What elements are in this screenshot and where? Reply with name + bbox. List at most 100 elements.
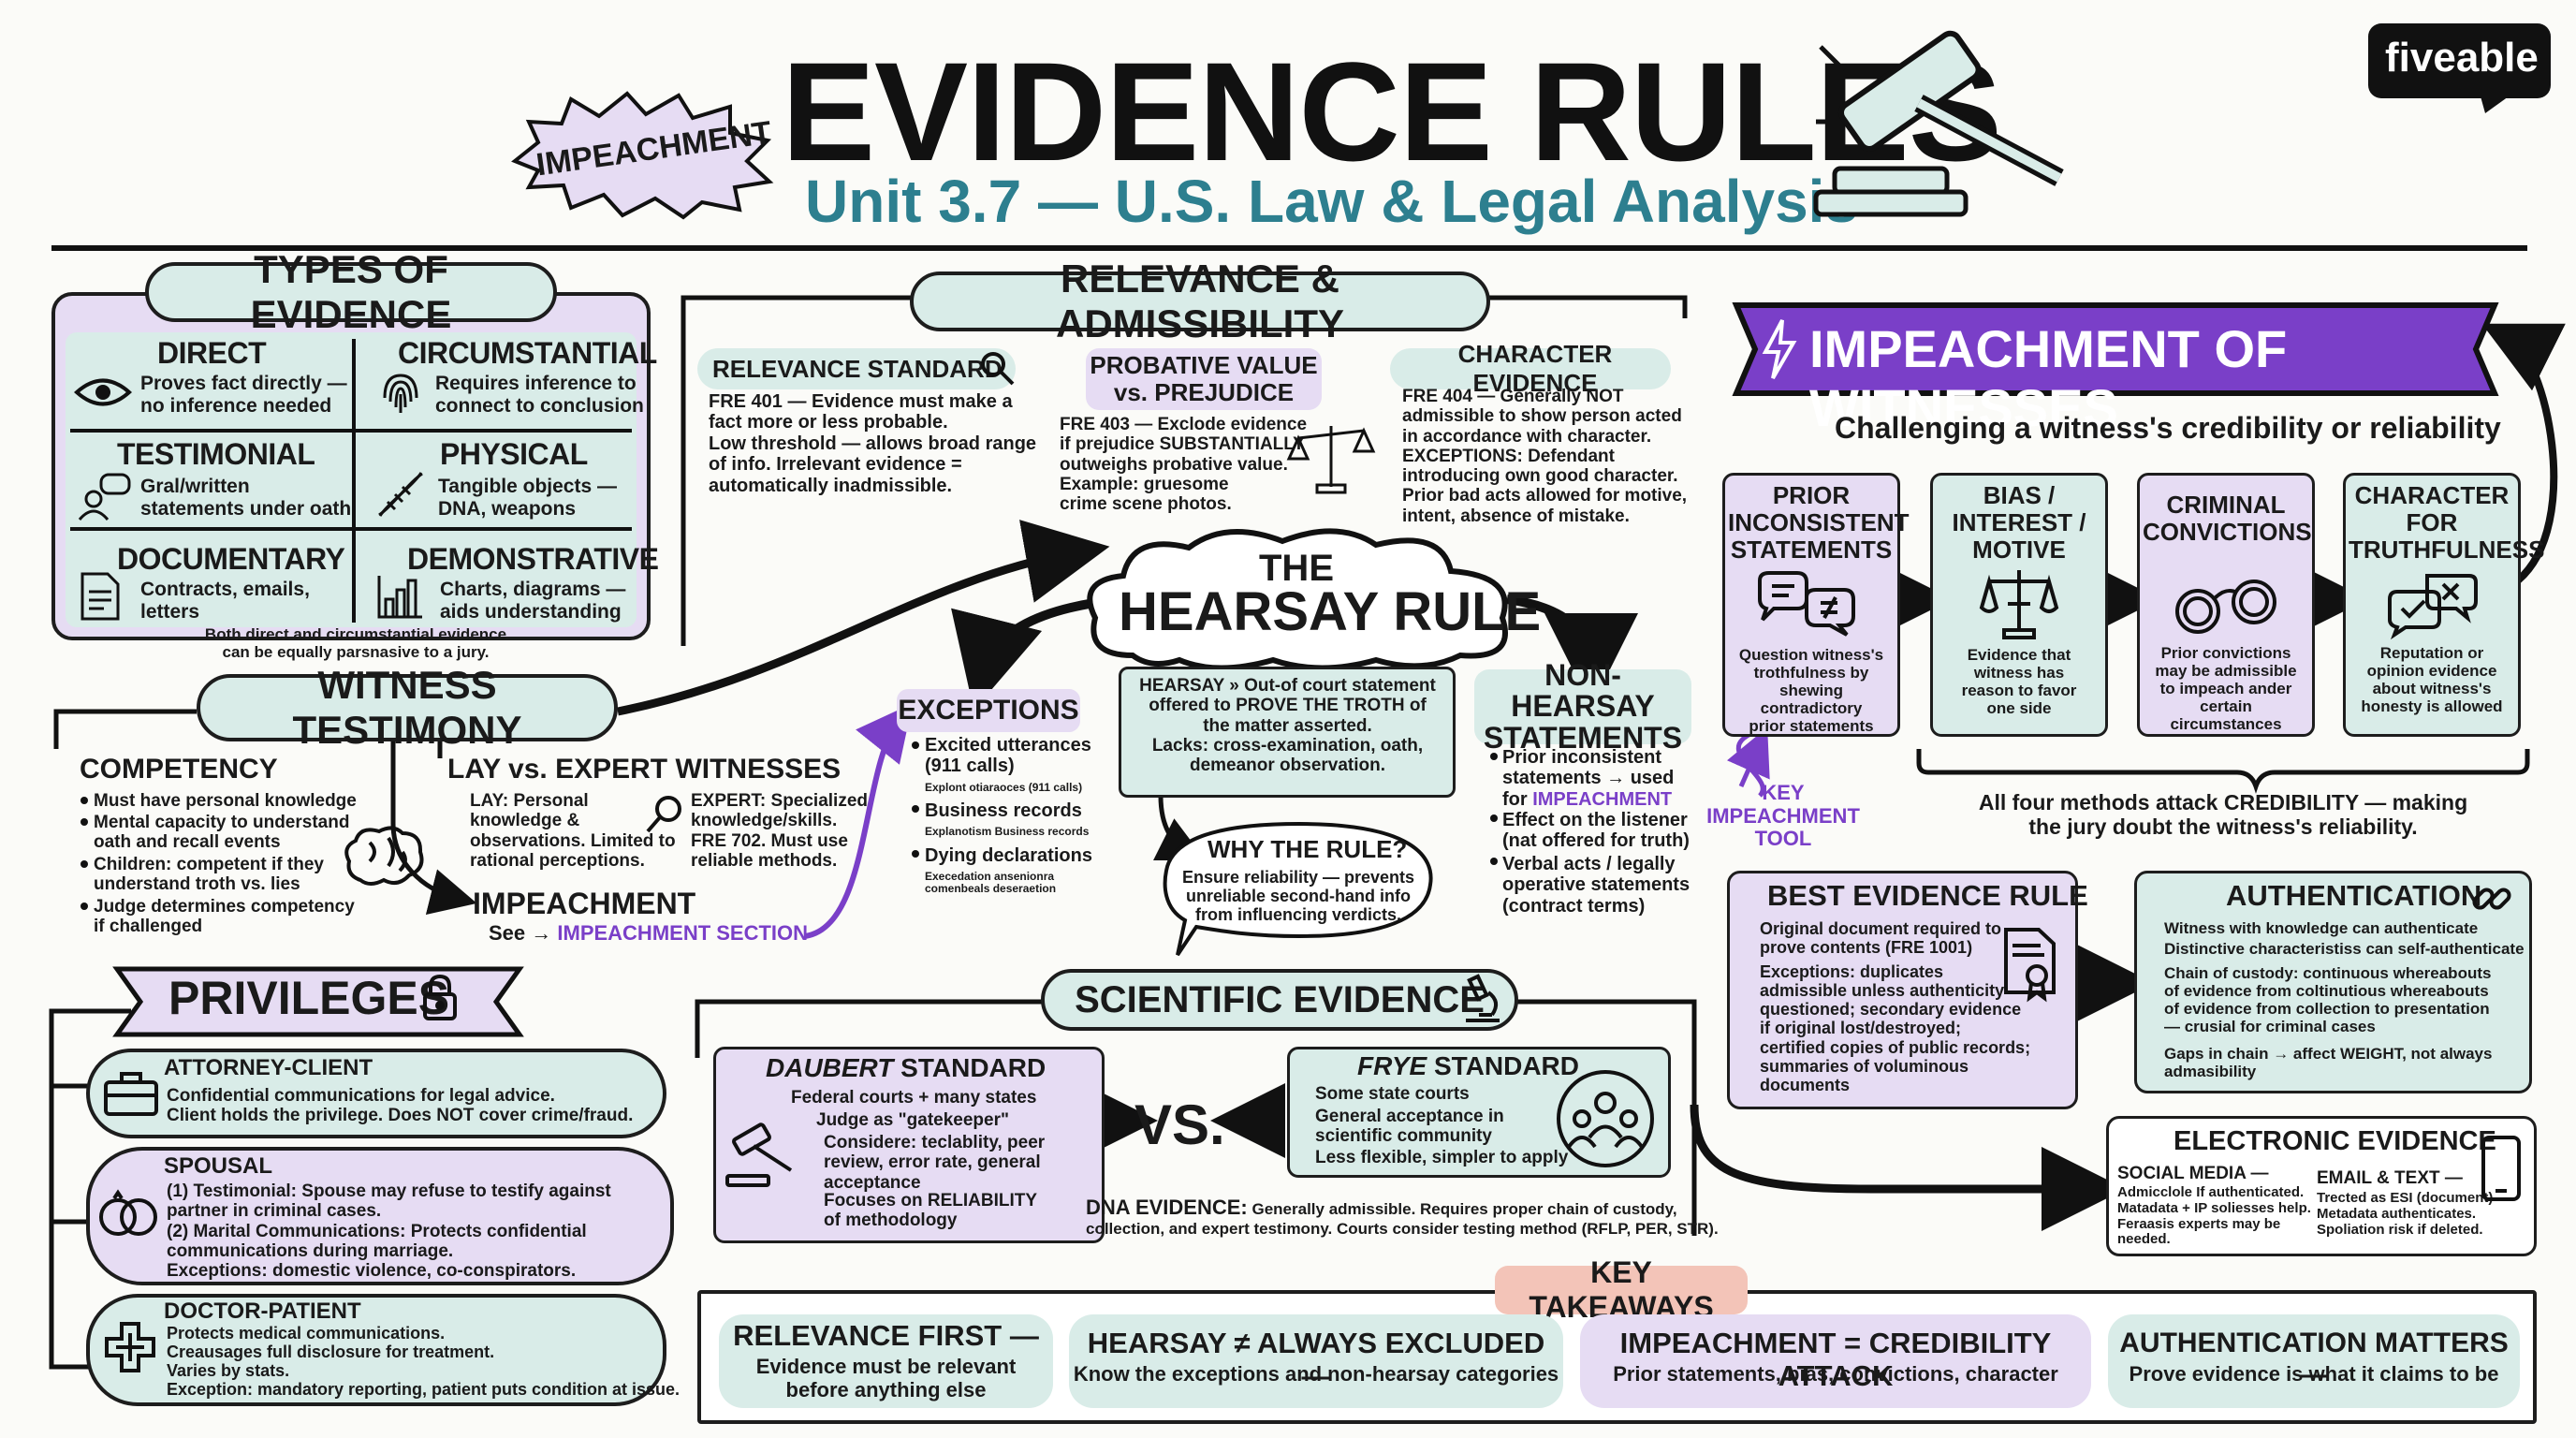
daubert-item: Focuses on RELIABILITY of methodology — [824, 1191, 1038, 1231]
type-physical-title: PHYSICAL — [440, 437, 588, 471]
best-evidence-box — [1727, 871, 2078, 1109]
privilege-doctor-text: Protects medical communications. Creausa… — [167, 1324, 681, 1400]
electronic-title: ELECTRONIC EVIDENCE — [2174, 1126, 2496, 1156]
exception-sub: Explont otiaraoces (911 calls) — [925, 781, 1083, 794]
lightning-icon — [1762, 319, 1797, 380]
impeachment-banner-shape — [1732, 302, 2499, 396]
nonhearsay-item: Verbal acts / legally operative statemen… — [1502, 854, 1690, 917]
types-grid — [66, 332, 637, 627]
phone-icon — [2481, 1136, 2521, 1201]
best-evidence-title: BEST EVIDENCE RULE — [1767, 879, 2088, 912]
hearsay-definition: HEARSAY » Out-of court statement offered… — [1139, 676, 1436, 776]
expert-text: EXPERT: Specialized knowledge/skills. FR… — [691, 791, 869, 871]
privilege-doctor-title: DOCTOR-PATIENT — [164, 1299, 361, 1324]
types-grid-lines — [70, 339, 632, 623]
method-prior-inconsistent — [1722, 473, 1900, 737]
impeachment-section-link[interactable]: IMPEACHMENT SECTION — [557, 921, 809, 945]
eye-icon — [73, 378, 133, 406]
impeachment-summary: All four methods attack CREDIBILITY — ma… — [1978, 790, 2468, 839]
impeachment-title: IMPEACHMENT OF WITNESSES — [1809, 319, 2288, 437]
method-character-truthfulness — [2343, 473, 2521, 737]
bullet-dots — [912, 741, 919, 858]
type-circumstantial-desc: Requires inference to connect to conclus… — [435, 373, 644, 417]
nonhearsay-item-text: Prior inconsistent statements → used for — [1502, 747, 1675, 810]
type-physical-desc: Tangible objects — DNA, weapons — [438, 476, 617, 520]
relevance-standard-label: RELEVANCE STANDARD — [712, 354, 1003, 383]
social-media-text: Admicclole If authenticated. Matadata + … — [2117, 1184, 2311, 1248]
why-title: WHY THE RULE? — [1208, 835, 1408, 863]
key-impeachment-tool: KEY IMPEACHMENT TOOL — [1706, 781, 1860, 851]
best-evidence-item: Exceptions: duplicates admissible unless… — [1760, 962, 2031, 1094]
dna-label: DNA EVIDENCE: — [1086, 1196, 1248, 1219]
email-text-title: EMAIL & TEXT — — [2317, 1168, 2463, 1188]
takeaways-title-box: KEY TAKEAWAYS — [1495, 1255, 1748, 1324]
certificate-icon — [2004, 928, 2056, 1003]
hearsay-title-main: HEARSAY RULE — [1119, 581, 1542, 642]
type-documentary-desc: Contracts, emails, letters — [140, 579, 310, 623]
frye-item: Some state courts — [1315, 1084, 1470, 1104]
impeachment-ref-title: IMPEACHMENT — [473, 887, 696, 920]
takeaway-title: HEARSAY ≠ ALWAYS EXCLUDED — — [1087, 1327, 1545, 1392]
gavel-icon — [1813, 30, 2064, 217]
daubert-item: Federal courts + many states — [791, 1088, 1037, 1108]
authentication-item: Gaps in chain → affect WEIGHT, not alway… — [2164, 1045, 2493, 1081]
takeaway-card — [719, 1314, 1053, 1408]
method-title: CHARACTER FOR TRUTHFULNESS — [2349, 481, 2545, 565]
exception-item: Dying declarations — [925, 845, 1092, 866]
lay-text: LAY: Personal knowledge & observations. … — [470, 791, 676, 871]
why-bubble-shape — [1163, 821, 1433, 957]
method-title: BIAS / INTEREST / MOTIVE — [1952, 481, 2086, 565]
method-text: Question witness's trothfulness by shewi… — [1738, 646, 1884, 736]
impeachment-subtitle: Challenging a witness's credibility or r… — [1835, 411, 2501, 445]
nonhearsay-item: Prior inconsistent statements → used for… — [1502, 747, 1674, 810]
nonhearsay-item-highlight: IMPEACHMENT — [1532, 788, 1673, 810]
speech-person-icon — [78, 473, 131, 521]
types-note: Both direct and circumstantial evidence … — [204, 625, 507, 662]
exception-sub: Execedation ansenionra comenbeals desera… — [925, 870, 1057, 896]
why-text: Ensure reliability — prevents unreliable… — [1181, 868, 1415, 925]
nonhearsay-title-box: NON-HEARSAY STATEMENTS — [1474, 659, 1691, 754]
type-testimonial-desc: Gral/written statements under oath — [140, 476, 352, 520]
takeaway-card — [1580, 1314, 2091, 1408]
lay-expert-title: LAY vs. EXPERT WITNESSES — [447, 754, 842, 785]
witness-title: WITNESS TESTIMONY — [197, 663, 618, 752]
daubert-title: DAUBERT STANDARD — [766, 1053, 1046, 1082]
hearsay-title-the: THE — [1259, 548, 1334, 589]
frye-item: General acceptance in scientific communi… — [1315, 1107, 1504, 1147]
starburst-badge-shape — [511, 91, 774, 220]
method-title: CRIMINAL CONVICTIONS — [2143, 491, 2312, 547]
type-direct-desc: Proves fact directly — no inference need… — [140, 373, 347, 417]
exceptions-title: EXCEPTIONS — [898, 695, 1079, 726]
people-group-icon — [1557, 1070, 1654, 1167]
takeaway-text: Prior statements, bias, convictions, cha… — [1613, 1362, 2058, 1386]
method-title: PRIOR INCONSISTENT STATEMENTS — [1728, 481, 1910, 565]
relevance-standard-text: FRE 401 — Evidence must make a fact more… — [709, 391, 1037, 496]
privilege-spousal-text: (1) Testimonial: Spouse may refuse to te… — [167, 1181, 611, 1282]
exceptions-title-box: EXCEPTIONS — [897, 689, 1080, 732]
probative-text: FRE 403 — Exclode evidence if prejudice … — [1060, 415, 1308, 515]
briefcase-icon — [104, 1072, 158, 1116]
hearsay-definition-box — [1119, 667, 1456, 798]
social-media-title: SOCIAL MEDIA — — [2117, 1164, 2269, 1183]
frye-title-rest: STANDARD — [1427, 1051, 1579, 1080]
competency-item: Must have personal knowledge — [94, 791, 357, 811]
takeaway-title: AUTHENTICATION MATTERS — — [2119, 1328, 2509, 1390]
competency-item: Mental capacity to understand oath and r… — [94, 813, 350, 853]
scales-small-icon — [1286, 426, 1376, 494]
bar-chart-icon — [377, 576, 422, 619]
method-text: Prior convictions may be admissible to i… — [2155, 644, 2297, 734]
type-direct-title: DIRECT — [157, 336, 267, 370]
electronic-evidence-box — [2106, 1116, 2537, 1256]
speech-bubbles-icon — [1758, 571, 1855, 637]
brand-logo: fiveable — [2368, 23, 2551, 113]
magnifier-icon — [981, 352, 1015, 386]
competency-item: Children: competent if they understand t… — [94, 855, 324, 895]
takeaway-card — [2108, 1314, 2520, 1408]
exception-item: Business records — [925, 800, 1082, 821]
daubert-item: Judge as "gatekeeper" — [816, 1110, 1009, 1130]
type-demonstrative-title: DEMONSTRATIVE — [407, 542, 659, 576]
daubert-item: Considere: teclablity, peer review, erro… — [824, 1133, 1046, 1193]
magnifier-icon — [646, 796, 681, 833]
method-text: Reputation or opinion evidence about wit… — [2361, 644, 2503, 716]
email-text-text: Trected as ESI (document) Metadata authe… — [2317, 1190, 2494, 1238]
